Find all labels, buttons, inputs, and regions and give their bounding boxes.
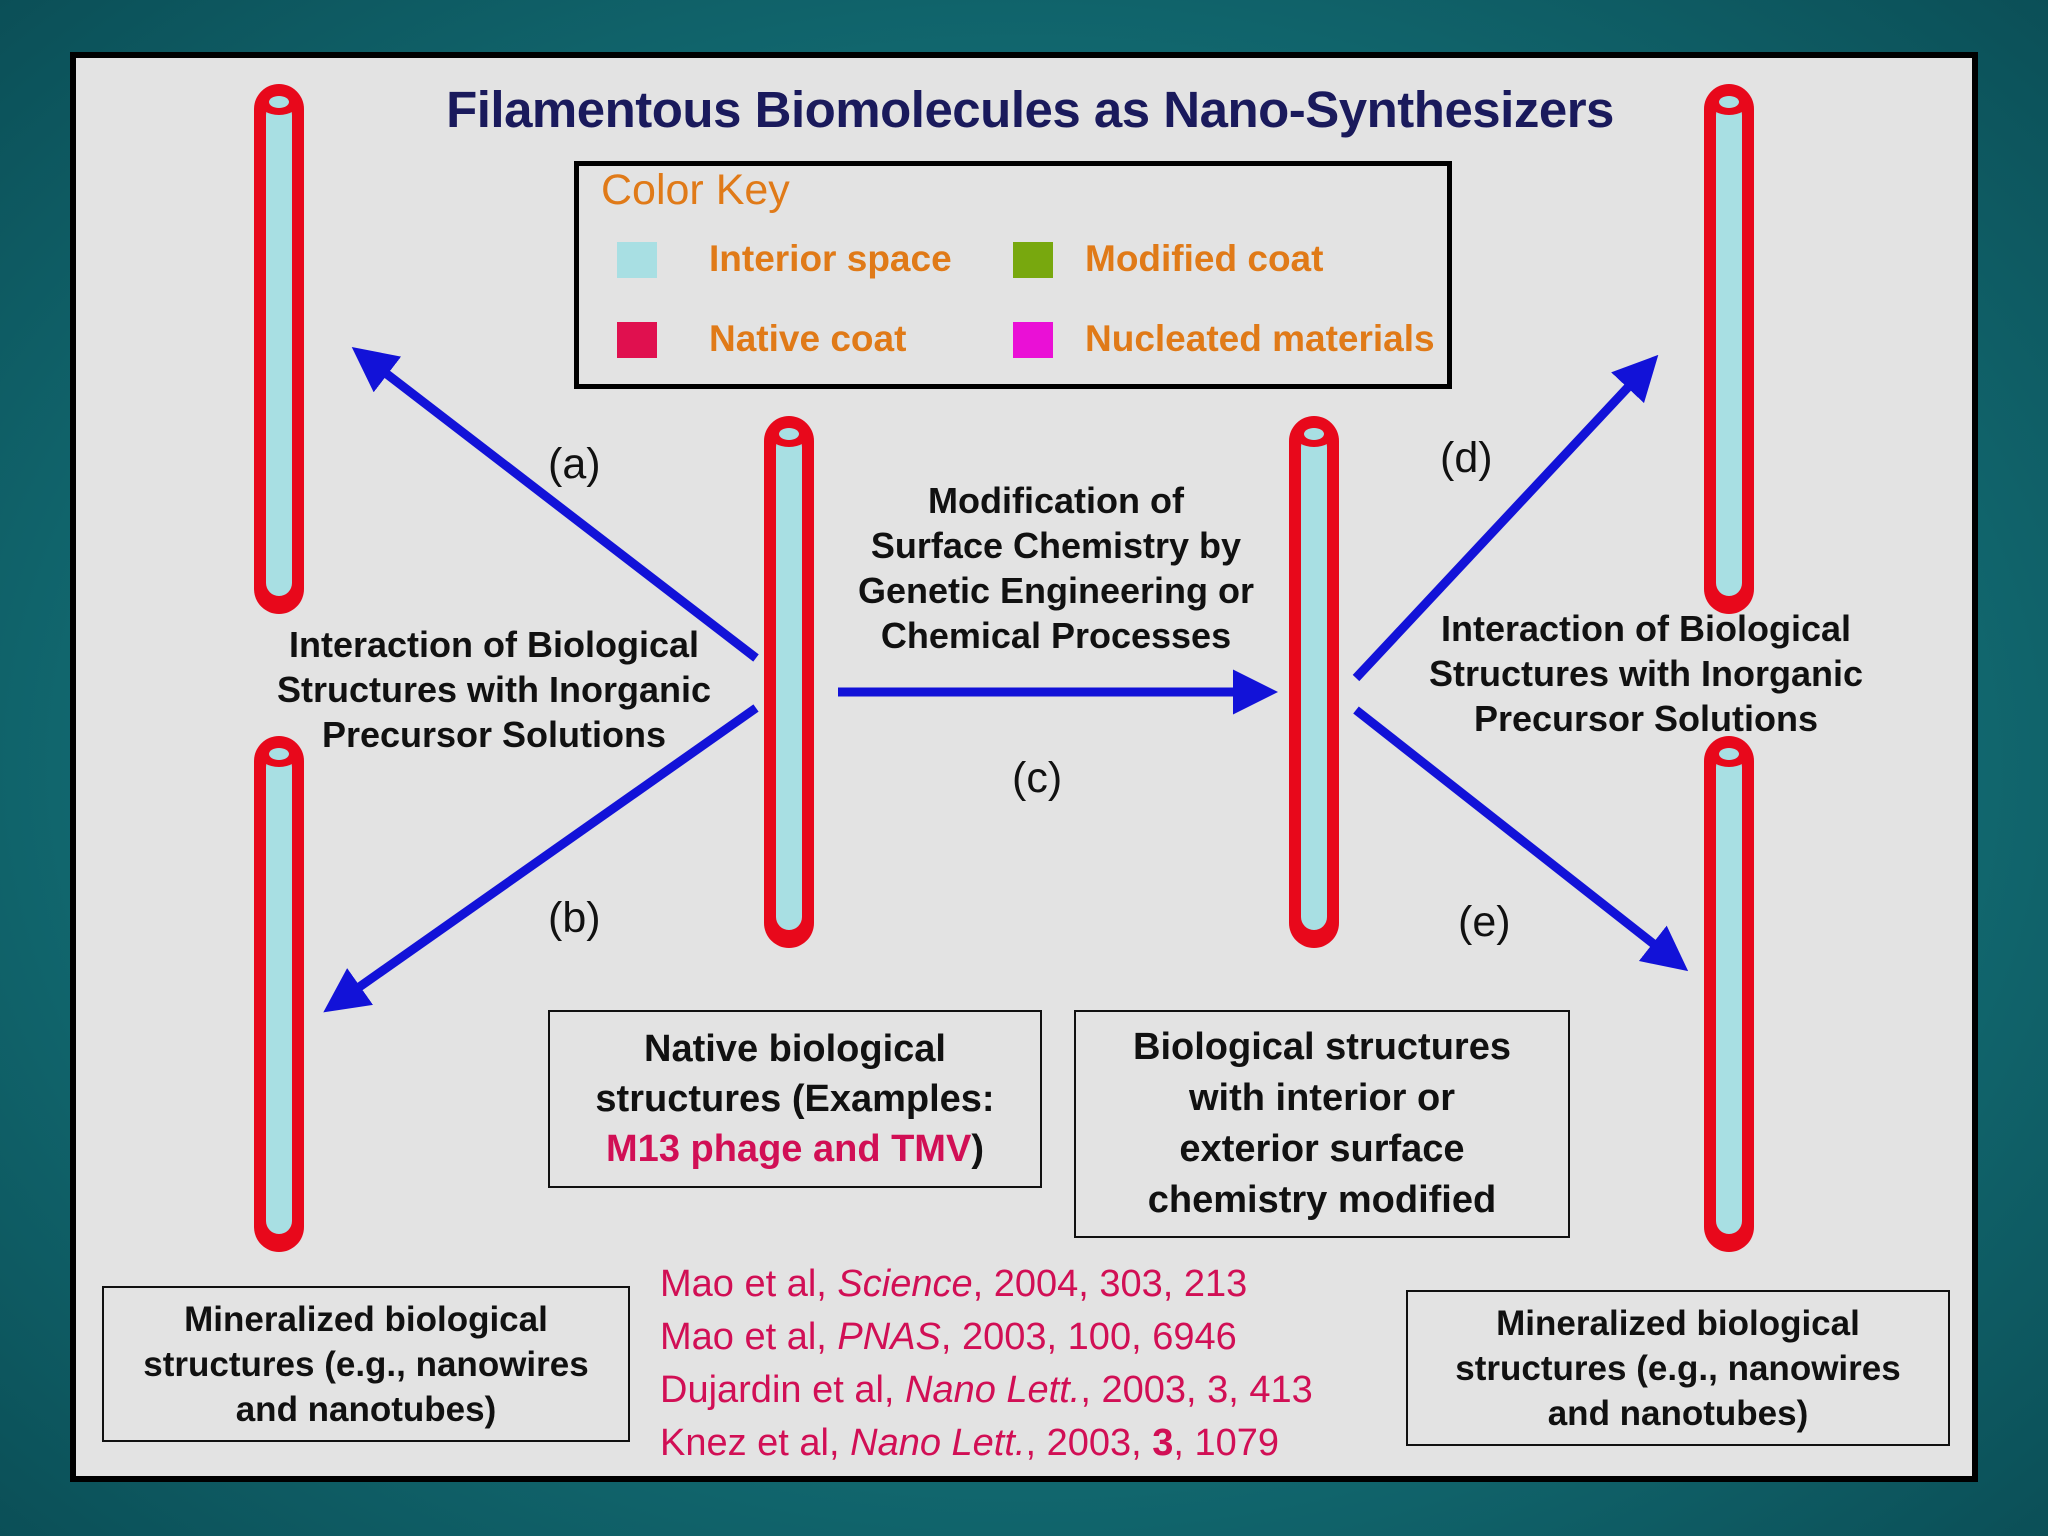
reference-authors: Mao et al, [660, 1263, 838, 1305]
tube-bottom-right [1704, 736, 1754, 1252]
tube-bottom-left [254, 736, 304, 1252]
interaction-text-left: Interaction of Biological Structures wit… [254, 622, 734, 757]
tube-top-right [1704, 84, 1754, 614]
interaction-text-line: Structures with Inorganic [276, 669, 712, 710]
color-key: Color Key Interior space Modified coat N… [574, 161, 1452, 389]
key-label-native-coat: Native coat [709, 318, 907, 359]
modification-text-line: Chemical Processes [880, 615, 1232, 656]
arrow-a [351, 347, 759, 662]
arrow-e [1353, 706, 1689, 972]
mineralized-box-left: Mineralized biological structures (e.g.,… [102, 1286, 630, 1442]
interaction-text-line: Precursor Solutions [321, 714, 667, 755]
mineralized-left-line: Mineralized biological [184, 1299, 548, 1339]
swatch-modified-coat [1013, 242, 1053, 278]
reference-journal: PNAS [837, 1316, 941, 1358]
tube-native-center [764, 416, 814, 948]
label-d: (d) [1440, 434, 1493, 482]
native-box-line: structures (Examples: [595, 1078, 995, 1120]
color-key-title: Color Key [601, 166, 790, 214]
mineralized-box-right: Mineralized biological structures (e.g.,… [1406, 1290, 1950, 1446]
reference-details: , 2003, 3, 413 [1080, 1369, 1313, 1411]
mineralized-left-line: structures (e.g., nanowires [143, 1344, 589, 1384]
modification-text-line: Surface Chemistry by [870, 525, 1242, 566]
reference-volume-bold: 3 [1152, 1422, 1174, 1464]
reference-journal: Nano Lett. [850, 1422, 1026, 1464]
diagram-graphics [254, 84, 1754, 1252]
modified-box-line: with interior or [1189, 1077, 1455, 1119]
native-box-examples: M13 phage and TMV) [550, 1124, 1040, 1174]
interaction-text-line: Interaction of Biological [1440, 608, 1852, 649]
swatch-native-coat [617, 322, 657, 358]
reference-details: , 2003, [1025, 1422, 1153, 1464]
slide: Filamentous Biomolecules as Nano-Synthes… [70, 52, 1978, 1482]
tube-modified-center [1289, 416, 1339, 948]
native-box-line: Native biological [644, 1028, 946, 1070]
swatch-interior-space [617, 242, 657, 278]
key-label-modified-coat: Modified coat [1085, 238, 1324, 279]
arrow-b [323, 704, 759, 1013]
interaction-text-line: Interaction of Biological [288, 624, 700, 665]
interaction-text-line: Structures with Inorganic [1428, 653, 1864, 694]
mineralized-right-line: structures (e.g., nanowires [1455, 1348, 1901, 1388]
swatch-nucleated-materials [1013, 322, 1053, 358]
reference-journal: Science [837, 1263, 973, 1305]
page-title: Filamentous Biomolecules as Nano-Synthes… [446, 81, 1614, 138]
reference-authors: Knez et al, [660, 1422, 851, 1464]
native-box-highlight: M13 phage and TMV [606, 1128, 972, 1170]
key-label-nucleated-materials: Nucleated materials [1085, 318, 1435, 359]
reference-details: , 2003, 100, 6946 [940, 1316, 1237, 1358]
reference-item: Dujardin et al, Nano Lett., 2003, 3, 413 [660, 1364, 1313, 1417]
modification-text-line: Modification of [928, 480, 1184, 521]
label-b: (b) [548, 894, 601, 942]
label-c: (c) [1012, 754, 1063, 802]
modified-box-line: chemistry modified [1147, 1179, 1497, 1221]
modification-text-line: Genetic Engineering or [857, 570, 1255, 611]
reference-item: Knez et al, Nano Lett., 2003, 3, 1079 [660, 1417, 1313, 1470]
native-box-close: ) [971, 1128, 984, 1170]
modification-text: Modification of Surface Chemistry by Gen… [846, 478, 1266, 658]
reference-item: Mao et al, PNAS, 2003, 100, 6946 [660, 1311, 1313, 1364]
mineralized-left-line: and nanotubes) [235, 1389, 497, 1429]
label-e: (e) [1458, 898, 1511, 946]
reference-details: , 1079 [1173, 1422, 1280, 1464]
modified-box-line: Biological structures [1133, 1026, 1511, 1068]
reference-authors: Dujardin et al, [660, 1369, 906, 1411]
modified-box-line: exterior surface [1179, 1128, 1465, 1170]
mineralized-right-line: Mineralized biological [1496, 1303, 1860, 1343]
native-structures-box: Native biological structures (Examples: … [548, 1010, 1042, 1188]
mineralized-right-line: and nanotubes) [1547, 1393, 1809, 1433]
reference-details: , 2004, 303, 213 [972, 1263, 1248, 1305]
interaction-text-right: Interaction of Biological Structures wit… [1406, 606, 1886, 741]
key-label-interior-space: Interior space [709, 238, 952, 279]
tube-top-left [254, 84, 304, 614]
reference-authors: Mao et al, [660, 1316, 838, 1358]
modified-structures-box: Biological structures with interior or e… [1074, 1010, 1570, 1238]
arrow-d [1352, 354, 1659, 682]
reference-item: Mao et al, Science, 2004, 303, 213 [660, 1258, 1313, 1311]
label-a: (a) [548, 440, 601, 488]
references: Mao et al, Science, 2004, 303, 213 Mao e… [660, 1258, 1313, 1470]
reference-journal: Nano Lett. [905, 1369, 1081, 1411]
interaction-text-line: Precursor Solutions [1473, 698, 1819, 739]
